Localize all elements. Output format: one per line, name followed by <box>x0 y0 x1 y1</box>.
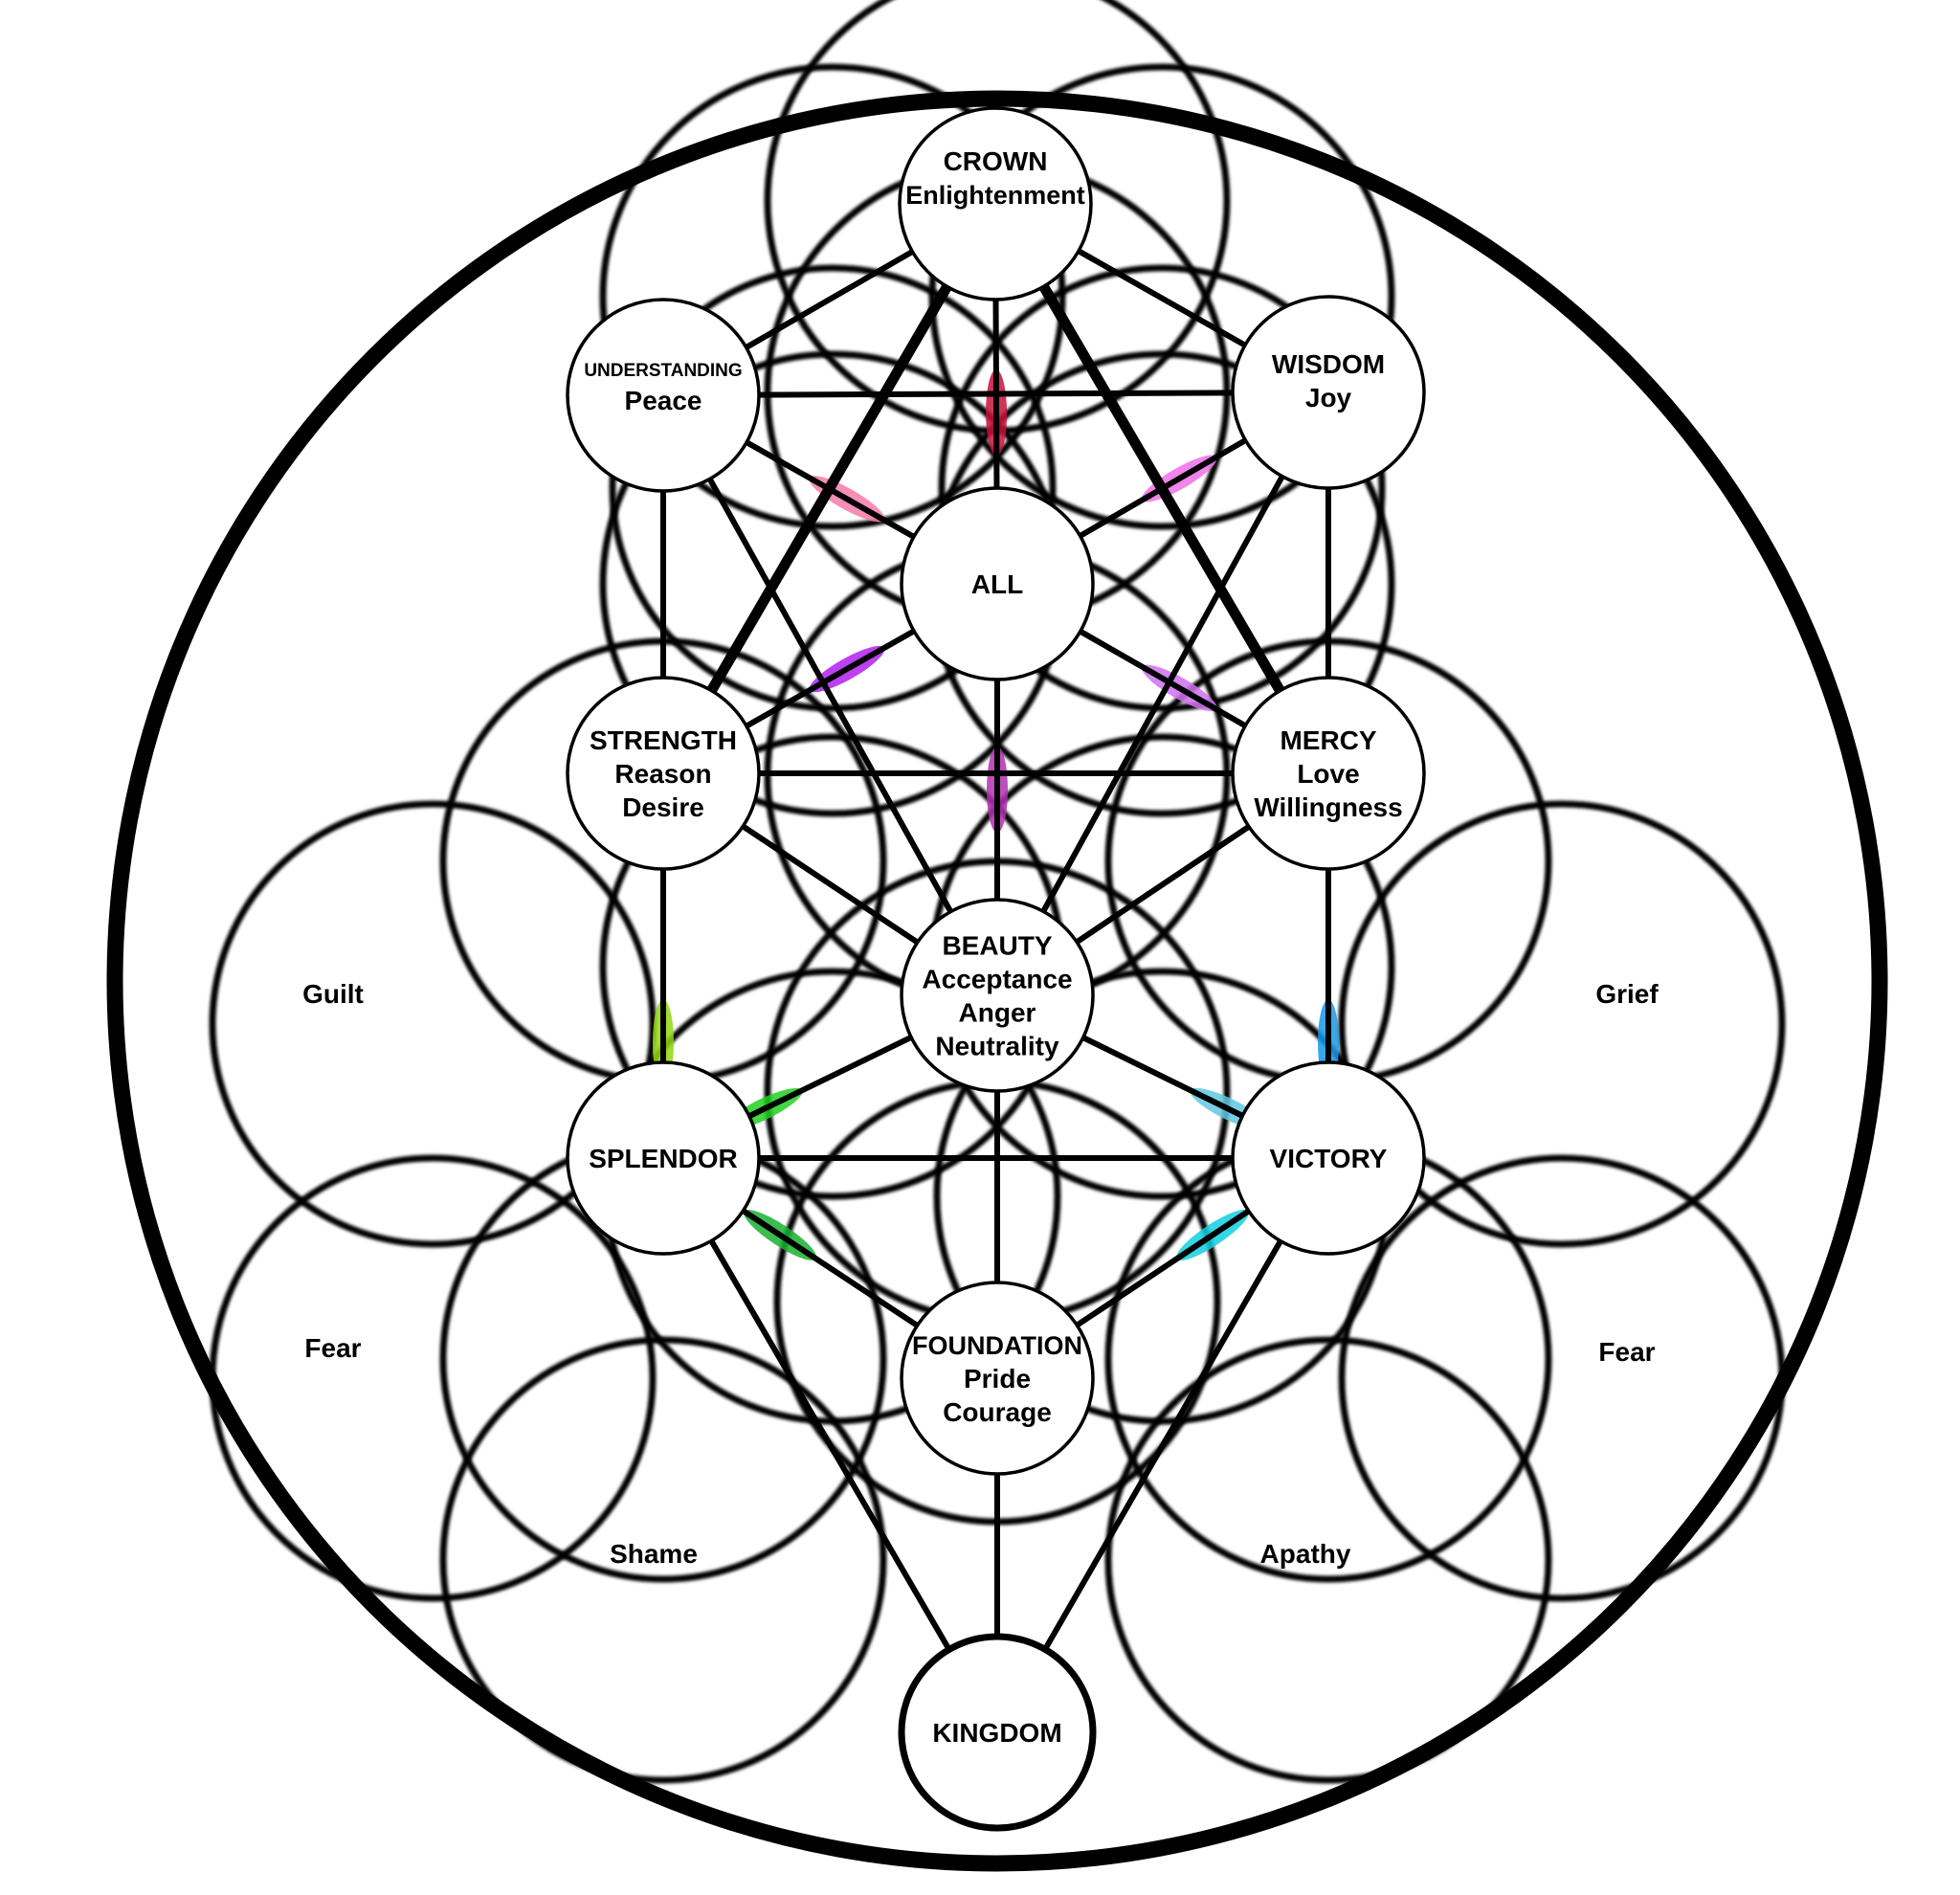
node-mercy-circle[interactable] <box>1231 676 1426 871</box>
node-victory-label-0: VICTORY <box>1270 1144 1388 1173</box>
path-understanding-beauty <box>660 393 1000 997</box>
node-kingdom-label-0: KINGDOM <box>932 1718 1061 1748</box>
path-splendor-kingdom <box>660 1156 1000 1734</box>
node-kingdom[interactable]: KINGDOM <box>898 1633 1097 1832</box>
node-wisdom-label-1: Joy <box>1305 383 1352 412</box>
flower-circle <box>599 63 1066 530</box>
node-mercy-label-2: Willingness <box>1254 792 1402 822</box>
path-crown-mercy <box>991 201 1333 776</box>
node-beauty-label-1: Acceptance <box>922 965 1072 994</box>
node-understanding[interactable]: UNDERSTANDING Peace <box>566 298 761 493</box>
node-foundation-label-0: FOUNDATION <box>912 1331 1082 1360</box>
node-beauty-label-2: Anger <box>959 998 1036 1028</box>
node-all-label-0: ALL <box>971 569 1023 599</box>
node-beauty-circle[interactable] <box>900 898 1095 1093</box>
node-understanding-label-0: UNDERSTANDING <box>584 361 742 381</box>
node-crown-label-0: CROWN <box>944 146 1048 176</box>
node-all[interactable]: ALL <box>900 486 1095 681</box>
label-apathy: Apathy <box>1260 1539 1351 1569</box>
node-kingdom-circle[interactable] <box>898 1633 1097 1832</box>
label-fear-right: Fear <box>1598 1337 1655 1367</box>
node-splendor-circle[interactable] <box>566 1060 761 1256</box>
path-crown-strength <box>658 201 1000 776</box>
flower-circle <box>209 800 657 1248</box>
node-mercy-label-0: MERCY <box>1280 725 1376 755</box>
node-understanding-label-1: Peace <box>625 386 702 415</box>
label-grief: Grief <box>1595 979 1659 1009</box>
path-wisdom-beauty <box>994 390 1331 997</box>
node-strength-label-2: Desire <box>622 792 704 822</box>
node-beauty-label-0: BEAUTY <box>942 931 1052 961</box>
node-foundation-label-1: Pride <box>964 1364 1031 1393</box>
flower-circle <box>609 264 1057 712</box>
outer-ring <box>106 90 1888 1872</box>
path-victory-kingdom <box>994 1156 1331 1734</box>
node-wisdom-label-0: WISDOM <box>1272 349 1385 379</box>
node-crown[interactable]: CROWN Enlightenment <box>898 106 1093 301</box>
node-crown-label-1: Enlightenment <box>905 181 1085 210</box>
path-understanding-wisdom <box>662 390 1329 398</box>
node-splendor-label-0: SPLENDOR <box>589 1144 738 1173</box>
node-wisdom-circle[interactable] <box>1231 295 1426 490</box>
label-guilt: Guilt <box>302 979 364 1009</box>
node-wisdom[interactable]: WISDOM Joy <box>1231 295 1426 490</box>
flower-circle <box>928 63 1395 530</box>
node-strength-label-0: STRENGTH <box>590 725 737 755</box>
node-foundation-label-2: Courage <box>943 1397 1052 1427</box>
node-foundation-circle[interactable] <box>900 1281 1095 1476</box>
node-strength-circle[interactable] <box>566 676 761 871</box>
node-beauty-label-3: Neutrality <box>935 1032 1059 1061</box>
flower-circle <box>1338 800 1786 1248</box>
node-splendor[interactable]: SPLENDOR <box>566 1060 761 1256</box>
node-understanding-circle[interactable] <box>566 298 761 493</box>
flower-circle <box>938 264 1386 712</box>
node-all-circle[interactable] <box>900 486 1095 681</box>
label-fear-left: Fear <box>304 1333 361 1363</box>
node-victory[interactable]: VICTORY <box>1231 1060 1426 1256</box>
node-strength-label-1: Reason <box>614 759 711 789</box>
node-mercy-label-1: Love <box>1297 759 1359 789</box>
label-shame: Shame <box>610 1539 698 1569</box>
node-victory-circle[interactable] <box>1231 1060 1426 1256</box>
node-crown-circle[interactable] <box>898 106 1093 301</box>
flower-circle <box>1104 1336 1552 1784</box>
